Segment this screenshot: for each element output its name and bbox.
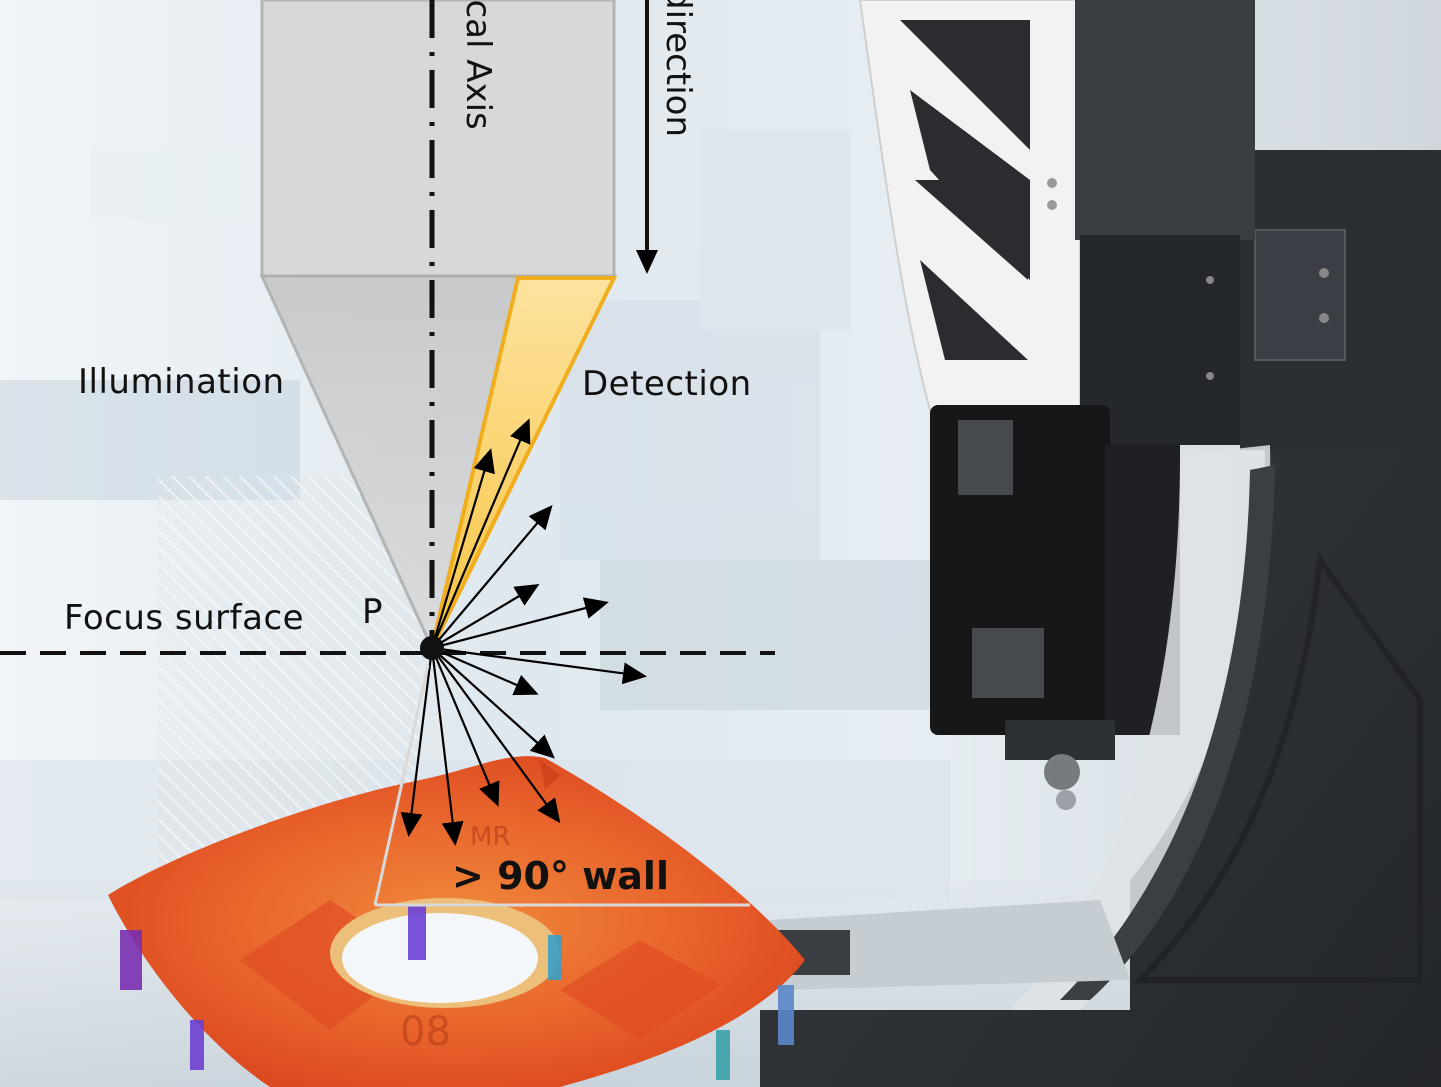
reflection-arrows [400,418,647,846]
measuring-machine [760,0,1441,1087]
wall-label: > 90° wall [452,854,669,898]
direction-label: direction [658,0,698,137]
workpiece: MR 08 [108,756,805,1087]
optical-axis-label: ical Axis [458,0,498,130]
engraving-08: 08 [400,1009,451,1055]
focus-point [420,636,444,660]
detection-label: Detection [582,364,752,404]
objective [260,0,616,278]
wall-line [373,664,430,906]
engraving-mr: MR [470,822,511,852]
focus-surface-label: Focus surface [64,598,305,638]
illumination-label: Illumination [78,362,285,402]
focus-point-label: P [362,592,384,632]
